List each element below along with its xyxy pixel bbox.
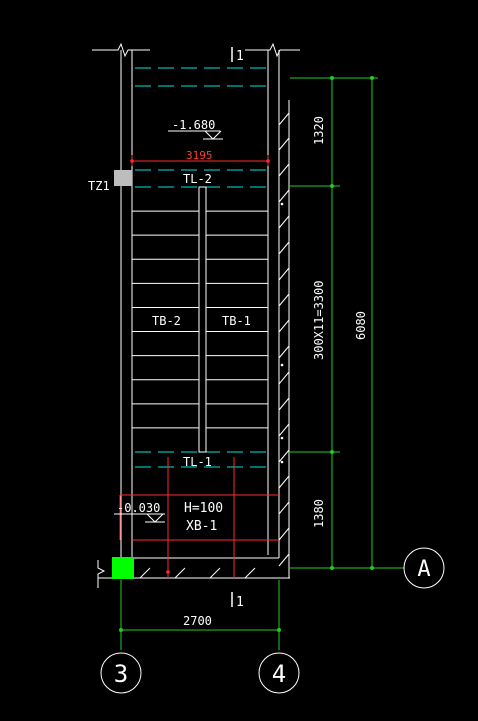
dim-lower-landing: 1380	[312, 499, 326, 528]
grid-label-4: 4	[272, 660, 286, 688]
elevation-upper-label: -1.680	[172, 118, 215, 132]
grid-bubble-a	[403, 547, 445, 589]
wall-hatching	[139, 112, 290, 579]
slab-tag-label: XB-1	[186, 519, 217, 534]
dimension-ticks-horizontal	[119, 628, 281, 632]
wall-marks	[280, 202, 284, 464]
grid-label-a: A	[417, 557, 430, 582]
dim-grid-span: 2700	[183, 614, 212, 628]
stair-well	[198, 186, 207, 453]
flight-right-label: TB-1	[222, 314, 251, 328]
slab-height-label: H=100	[184, 501, 223, 516]
section-mark-top-label: 1	[236, 49, 244, 64]
grid-bubble-4	[258, 652, 300, 694]
red-annotations	[119, 155, 279, 578]
grid-label-3: 3	[114, 660, 128, 688]
elevation-symbol-upper	[168, 130, 223, 140]
dim-flight: 300X11=3300	[312, 281, 326, 360]
dim-overall: 6080	[354, 311, 368, 340]
beam-lower-label: TL-1	[183, 455, 212, 469]
stair-walls	[98, 50, 290, 579]
beam-upper-label: TL-2	[183, 172, 212, 186]
column-tag-label: TZ1	[88, 179, 110, 193]
grid-bubbles	[100, 547, 445, 694]
section-mark-bottom-label: 1	[236, 595, 244, 610]
dim-upper-landing: 1320	[312, 116, 326, 145]
width-dimension-label: 3195	[186, 149, 213, 162]
break-line-left	[97, 560, 106, 588]
column-green	[112, 557, 134, 579]
elevation-symbol-lower	[114, 513, 165, 523]
column-tz1	[114, 170, 132, 186]
elevation-lower-label: -0.030	[117, 501, 160, 515]
flight-left-label: TB-2	[152, 314, 181, 328]
grid-bubble-3	[100, 652, 142, 694]
horizontal-dimension	[120, 580, 280, 650]
dimension-ticks-vertical	[330, 76, 374, 570]
red-ticks	[130, 159, 270, 574]
